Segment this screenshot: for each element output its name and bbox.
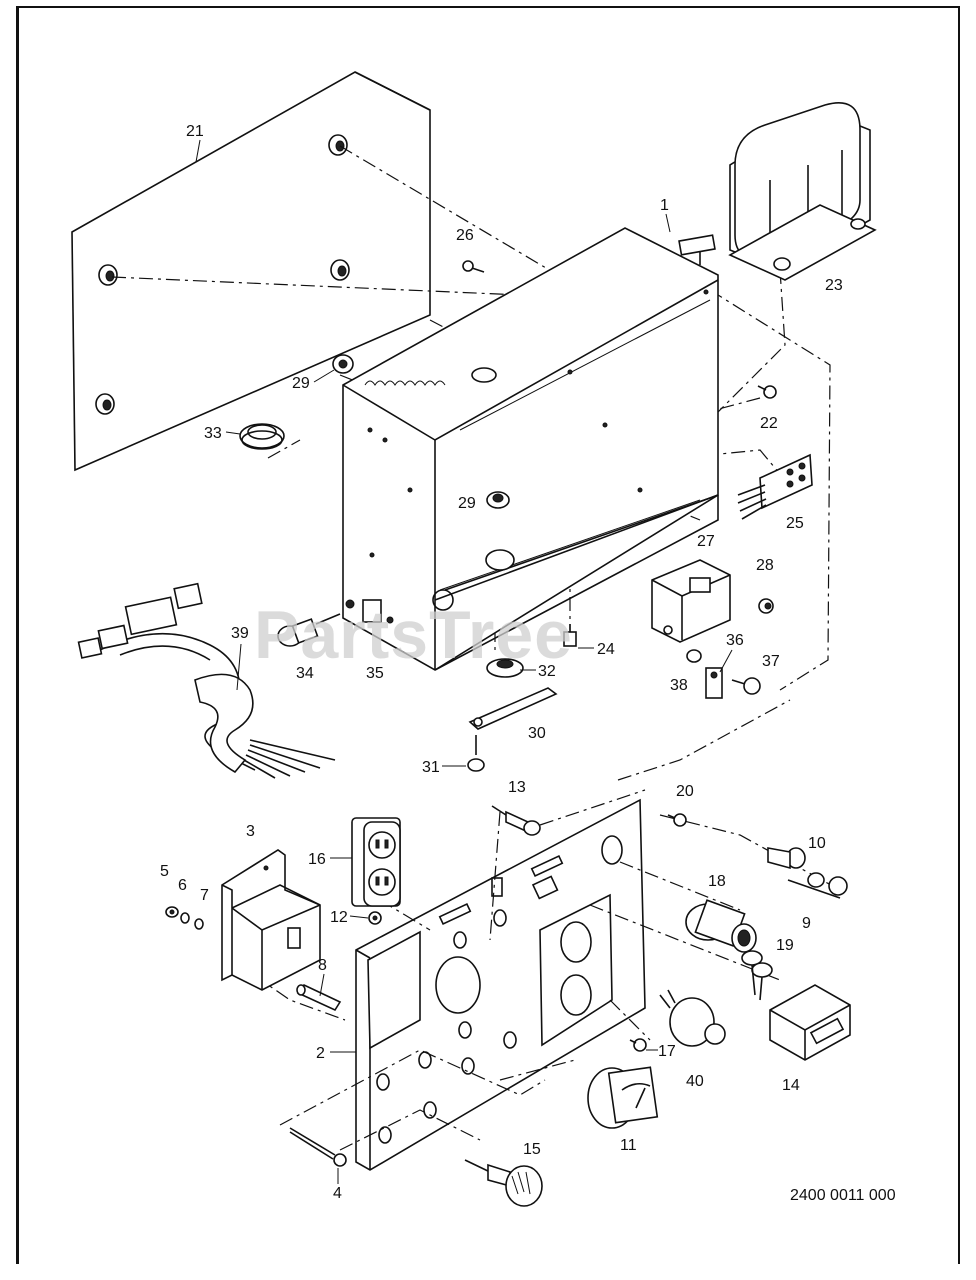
part-32-grommet[interactable] (486, 658, 524, 678)
part-10-lens[interactable] (807, 872, 848, 896)
assembly-lines-lower (231, 789, 841, 1151)
part-23-transformer[interactable] (728, 102, 877, 281)
callout-16: 16 (308, 851, 326, 868)
part-4-screw[interactable] (289, 1127, 347, 1167)
part-19-keys[interactable] (741, 950, 773, 1001)
callout-26: 26 (456, 227, 474, 244)
callout-2: 2 (316, 1045, 325, 1062)
part-5-nut[interactable] (165, 906, 179, 918)
callout-17: 17 (658, 1043, 676, 1060)
callout-6: 6 (178, 877, 187, 894)
part-34-fuse-holder[interactable] (277, 613, 341, 647)
callout-1: 1 (660, 197, 669, 214)
part-21-side-panel[interactable] (71, 71, 431, 472)
callout-20: 20 (676, 783, 694, 800)
callout-25: 25 (786, 515, 804, 532)
part-24-screw[interactable] (563, 624, 577, 647)
callout-labels: 21 1 26 23 29 33 22 29 25 27 28 39 24 36… (160, 123, 843, 1202)
callout-27: 27 (697, 533, 715, 550)
callout-22: 22 (760, 415, 778, 432)
callout-28: 28 (756, 557, 774, 574)
part-40-switch[interactable] (659, 989, 726, 1047)
callout-21: 21 (186, 123, 204, 140)
callout-35: 35 (366, 665, 384, 682)
part-14-hour-meter[interactable] (769, 984, 851, 1061)
part-39-wire-harness[interactable] (77, 582, 336, 779)
part-3-switch-box[interactable] (221, 849, 321, 991)
part-33-grommet[interactable] (239, 423, 285, 450)
callout-32: 32 (538, 663, 556, 680)
callout-37: 37 (762, 653, 780, 670)
part-22-screw[interactable] (757, 385, 777, 399)
callout-12: 12 (330, 909, 348, 926)
part-36-clamp[interactable] (705, 667, 723, 699)
part-25-terminal-block[interactable] (737, 453, 813, 520)
part-31-screw[interactable] (467, 735, 485, 772)
callout-11: 11 (620, 1137, 637, 1154)
callout-30: 30 (528, 725, 546, 742)
part-12-screw[interactable] (368, 911, 382, 925)
callout-8: 8 (318, 957, 327, 974)
callout-15: 15 (523, 1141, 541, 1158)
callout-36: 36 (726, 632, 744, 649)
callout-24: 24 (597, 641, 615, 658)
callout-31: 31 (422, 759, 440, 776)
part-30-bracket[interactable] (468, 687, 558, 730)
part-2-front-panel[interactable] (355, 798, 646, 1171)
part-11-meter[interactable] (587, 1066, 659, 1129)
callout-23: 23 (825, 277, 843, 294)
callout-14: 14 (782, 1077, 800, 1094)
callout-5: 5 (160, 863, 169, 880)
callout-10: 10 (808, 835, 826, 852)
callout-13: 13 (508, 779, 526, 796)
callout-33: 33 (204, 425, 222, 442)
part-28-nut[interactable] (758, 598, 774, 614)
part-9-pilot-lamp[interactable] (767, 847, 841, 899)
part-17-screw[interactable] (629, 1038, 647, 1052)
callout-19: 19 (776, 937, 794, 954)
part-1-control-box[interactable] (342, 227, 719, 671)
callout-7: 7 (200, 887, 209, 904)
drawing-frame (16, 6, 960, 1264)
part-7-washer[interactable] (194, 918, 204, 930)
callout-9: 9 (802, 915, 811, 932)
drawing-number: 2400 0011 000 (790, 1187, 896, 1204)
callout-29-upper: 29 (292, 375, 310, 392)
callout-34: 34 (296, 665, 314, 682)
part-8-spacer[interactable] (296, 983, 342, 1012)
callout-38: 38 (670, 677, 688, 694)
watermark: PartsTree (254, 597, 573, 673)
part-29-grommet-upper[interactable] (332, 354, 354, 374)
callout-18: 18 (708, 873, 726, 890)
part-26-screw[interactable] (462, 260, 485, 273)
part-15-knob[interactable] (464, 1159, 543, 1207)
callout-4: 4 (333, 1185, 342, 1202)
part-18-key-switch[interactable] (685, 899, 757, 953)
part-6-washer[interactable] (180, 912, 190, 924)
callout-3: 3 (246, 823, 255, 840)
part-37-screw[interactable] (731, 677, 761, 695)
callout-40: 40 (686, 1073, 704, 1090)
part-29-grommet-lower[interactable] (486, 491, 510, 509)
callout-29-lower: 29 (458, 495, 476, 512)
callout-39: 39 (231, 625, 249, 642)
part-27-relay[interactable] (651, 559, 731, 643)
part-13-fuse-holder[interactable] (491, 805, 541, 836)
part-38-washer[interactable] (686, 649, 702, 663)
part-16-receptacle[interactable] (351, 817, 401, 907)
part-20-screw[interactable] (667, 813, 687, 827)
